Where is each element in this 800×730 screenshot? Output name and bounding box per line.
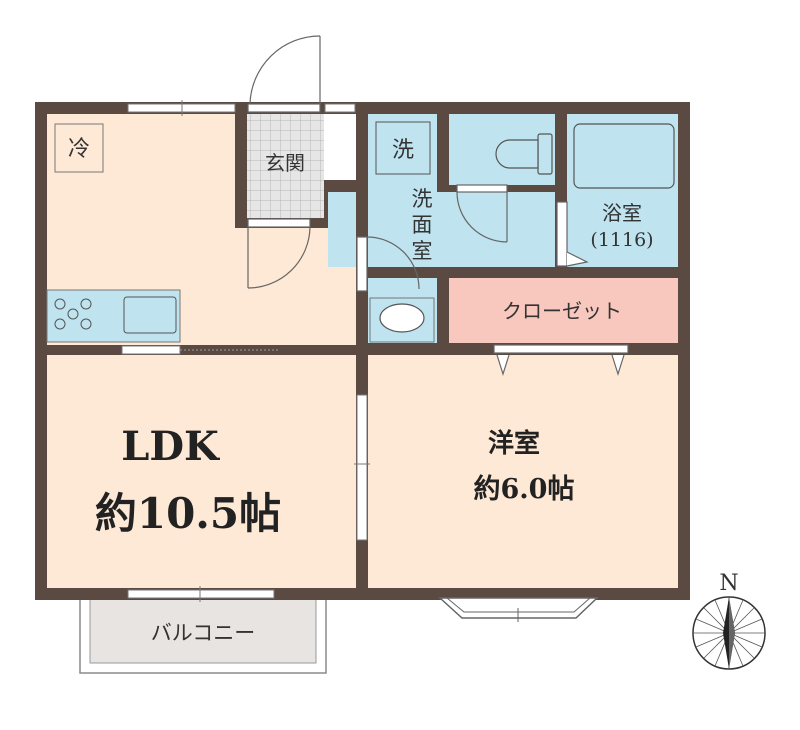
inner-door (247, 218, 311, 289)
washroom-label-1: 洗 (412, 187, 433, 211)
entrance-label: 玄関 (265, 151, 305, 175)
balcony (79, 594, 327, 674)
kitchen-counter (46, 289, 181, 343)
western-name: 洋室 (488, 428, 540, 459)
washroom-label-3: 室 (412, 239, 433, 263)
closet-doors (493, 344, 629, 376)
ldk-size: 約10.5帖 (95, 489, 281, 538)
ldk-floor (47, 355, 356, 588)
fridge: 冷 (54, 123, 104, 173)
closet-label: クローゼット (502, 299, 622, 323)
fridge-label: 冷 (68, 137, 90, 162)
western-floor (368, 355, 678, 588)
western-size: 約6.0帖 (474, 473, 575, 505)
toilet-icon (495, 133, 553, 175)
wash-basin (369, 297, 435, 343)
bathtub (573, 123, 675, 189)
closet-floor (447, 278, 678, 343)
washroom-door (356, 236, 420, 292)
entrance-door (247, 35, 321, 113)
bath-size: (1116) (590, 229, 653, 251)
balcony-label: バルコニー (151, 621, 256, 645)
window-ticks (181, 100, 370, 602)
toilet-door (456, 184, 508, 243)
compass-icon: N (692, 571, 766, 670)
washer-label: 洗 (392, 138, 414, 163)
entrance-floor (247, 114, 324, 218)
bath-label: 浴室 (602, 201, 642, 225)
ldk-name: LDK (121, 423, 220, 470)
washer: 洗 (375, 121, 431, 175)
compass-north-label: N (719, 571, 738, 596)
bay-window (438, 597, 599, 622)
washroom-label-2: 面 (412, 213, 433, 237)
bath-door (556, 201, 589, 267)
entrance-right-window (324, 103, 356, 113)
entrance-shoe-area (324, 114, 356, 180)
